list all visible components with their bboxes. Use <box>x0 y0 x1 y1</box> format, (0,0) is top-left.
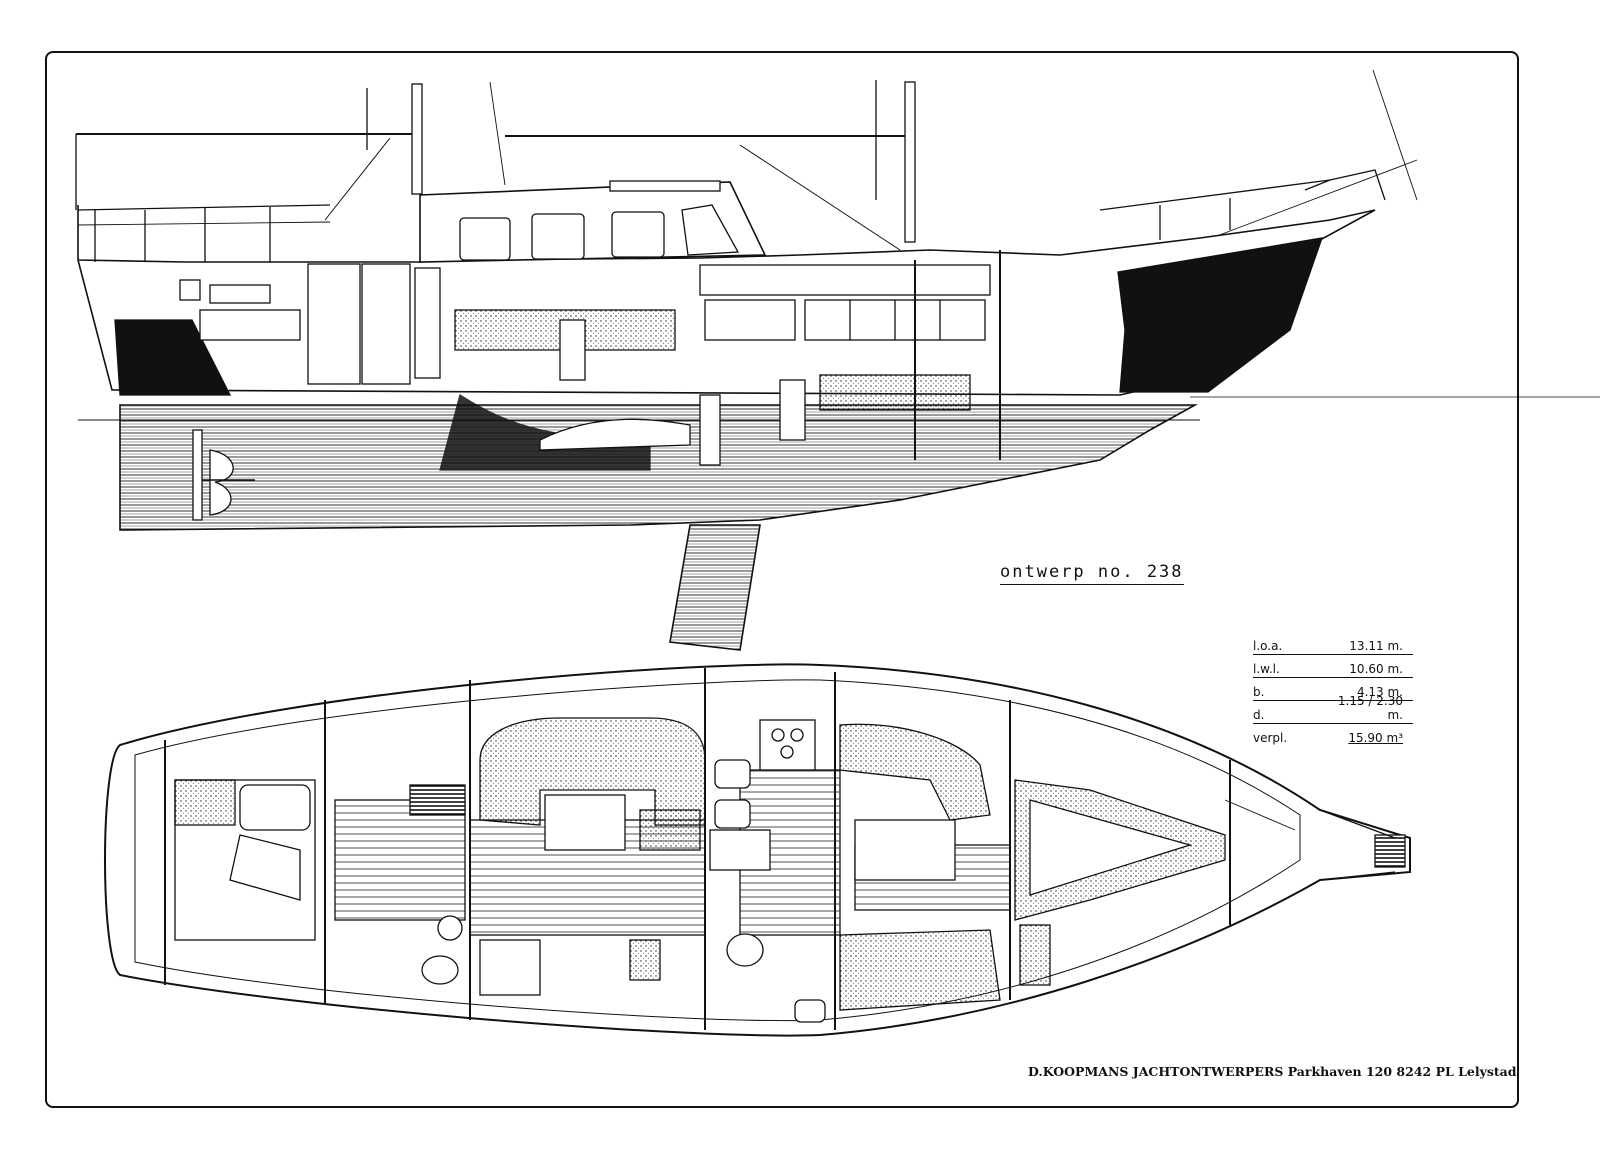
stove <box>759 719 816 771</box>
spec-value: 4.13 m. <box>1356 685 1403 699</box>
saloon-table <box>544 794 626 851</box>
spec-row-loa: l.o.a. 13.11 m. <box>1253 632 1413 655</box>
spec-row-lwl: l.w.l. 10.60 m. <box>1253 655 1413 678</box>
spec-value: 1.15 / 2.30 m. <box>1337 694 1403 722</box>
plan-view <box>104 663 1411 1037</box>
main-mast <box>904 81 916 243</box>
bow-section <box>1117 237 1323 393</box>
saloon-dinette <box>479 717 706 826</box>
spec-value: 13.11 m. <box>1349 639 1403 653</box>
spec-label: verpl. <box>1253 731 1288 745</box>
deck-edge <box>134 679 1301 1022</box>
spec-label: d. <box>1253 708 1265 722</box>
spec-value: 15.90 m³ <box>1348 731 1403 745</box>
mizzen-mast <box>411 83 423 195</box>
locker-2 <box>361 263 411 385</box>
forward-table <box>854 819 956 881</box>
window-4 <box>681 204 740 256</box>
spec-label: l.w.l. <box>1253 662 1280 676</box>
aft-sole <box>334 799 466 921</box>
spec-row-beam: b. 4.13 m. <box>1253 678 1413 701</box>
keel <box>669 524 761 651</box>
design-title: ontwerp no. 238 <box>1000 562 1184 585</box>
hull-underwater <box>119 404 1199 531</box>
window-3 <box>611 211 665 258</box>
spec-row-draft: d. 1.15 / 2.30 m. <box>1253 694 1413 724</box>
spec-value: 10.60 m. <box>1349 662 1403 676</box>
window-1 <box>459 217 511 261</box>
window-2 <box>531 213 585 260</box>
spec-row-displacement: verpl. 15.90 m³ <box>1253 724 1413 746</box>
side-profile <box>75 69 1600 651</box>
designer-credit: D.KOOPMANS JACHTONTWERPERS Parkhaven 120… <box>1028 1064 1517 1079</box>
spec-table: l.o.a. 13.11 m. l.w.l. 10.60 m. b. 4.13 … <box>1253 632 1413 746</box>
spec-label: b. <box>1253 685 1265 699</box>
locker-1 <box>307 263 361 385</box>
spec-label: l.o.a. <box>1253 639 1283 653</box>
